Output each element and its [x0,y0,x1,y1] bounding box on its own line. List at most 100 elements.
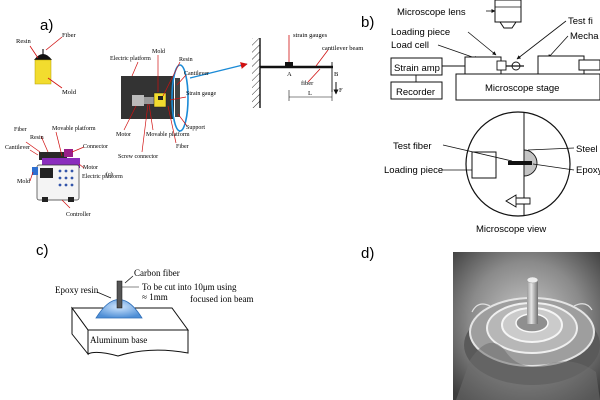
label-cantilever-beam: cantilever beam [322,45,363,52]
panel-c-letter: c) [36,242,49,259]
pointer [123,105,137,131]
sem-edge-highlight [471,303,491,313]
wall-hatch [252,38,260,108]
label-support: Support [186,125,205,131]
label-aluminum-base: Aluminum base [90,335,147,345]
label-loading-piece: Loading piece [384,165,443,176]
device-screen [40,168,53,178]
label-fiber: Fiber [14,127,27,133]
connector [64,149,73,157]
microscope-lens [494,0,522,23]
pointer [532,163,575,171]
direction-arrow [505,194,531,208]
pointer [47,77,63,89]
top-view-apparatus: Electric platform Mold Resin Cantilever … [110,49,248,160]
load-cell-block [464,56,502,75]
pointer [148,103,154,131]
label-electric-platform: Electric platform [110,55,151,62]
pointer [124,275,134,284]
label-fiber: Fiber [62,32,77,39]
panel-a: a) Resin Fiber Mold [5,17,363,218]
label-loading-piece: Loading piece [391,27,450,38]
label-recorder: Recorder [396,87,435,98]
label-steel: Steel [576,144,598,155]
pointer [131,61,139,77]
pointer [29,45,39,59]
pointer [467,31,497,56]
label-cut-line2: focused ion beam [190,294,253,304]
pointer [315,49,329,67]
pointer [141,103,149,153]
pointer [55,131,63,157]
mold-resin-cap [34,54,52,60]
label-microscope-lens: Microscope lens [397,7,466,18]
label-microscope-stage: Microscope stage [485,83,559,94]
panel-c: c) Carbon fiber Epoxy resin To be cut in… [36,242,253,357]
panel-d-letter: d) [361,245,374,262]
sem-pillar-top [526,276,539,284]
panel-b: b) Microscope lens Loading piece Load ce… [361,0,600,235]
label-sub-c: (c) [106,171,113,178]
label-fiber: Fiber [176,144,189,150]
label-cantilever: Cantilever [184,71,209,77]
test-fiber-view [508,161,532,165]
label-movable-platform: Movable platform [146,131,190,138]
label-screw-connector: Screw connector [118,154,158,160]
support-block [175,78,180,117]
pointer [78,163,85,169]
label-electric-platform: Electric platform [82,173,123,180]
pointer [25,141,41,153]
test-setup: Microscope lens Loading piece Load cell … [390,0,600,101]
label-strain-gauge: Strain gauge [186,91,216,97]
mold-body [34,59,52,85]
label-test-fiber: Test fiber [393,141,432,152]
device-mold [32,167,38,175]
pointer [162,61,181,97]
device-foot [68,197,74,202]
label-epoxy-resin: Epoxy resin [55,285,99,295]
carbon-fiber [116,280,123,309]
label-mold: Mold [62,89,77,96]
label-connector: Connector [83,144,108,150]
label-l: L [308,90,312,97]
label-a: A [287,71,292,78]
pointer [40,135,49,153]
label-epoxy: Epoxy [576,165,600,176]
sem-edge-highlight [573,303,593,311]
lens-tip [499,21,517,29]
aluminum-base-side [71,306,89,356]
pointer [176,74,187,86]
strain-amp-box [390,57,443,76]
panel-d: d) [361,245,600,400]
pointer [547,35,569,59]
label-resin: Resin [30,135,44,141]
microscope-stage [455,73,600,101]
loading-piece-block [496,60,507,71]
pointer [307,68,321,83]
zoom-ellipse [171,64,189,132]
label-strain-gauges: strain gauges [293,32,328,39]
strain-gauge [285,62,293,67]
label-strain-amp: Strain amp [394,63,440,74]
label-approx: ≈ 1mm [142,292,168,302]
device-foot [42,197,48,202]
mold-sketch: Resin Fiber Mold [16,32,77,96]
aluminum-base-front [87,329,189,357]
motor-block [132,95,144,106]
pointer [177,113,188,127]
device-sketch: Fiber Resin Movable platform Cantilever … [5,125,123,218]
pointer [45,36,63,51]
loading-piece-view [471,151,497,179]
label-mechanical: Mecha [570,31,599,42]
device-buttons [58,169,74,187]
label-mold: Mold [152,49,165,55]
recorder-box [390,81,443,100]
label-cut-line1: To be cut into 10μm using [142,282,237,292]
mechanical-knob [578,59,600,71]
label-test-fiber: Test fi [568,16,593,27]
screw-connector-block [144,97,154,104]
label-mold: Mold [17,179,30,185]
sem-micrograph [453,252,600,400]
label-resin: Resin [179,57,193,63]
